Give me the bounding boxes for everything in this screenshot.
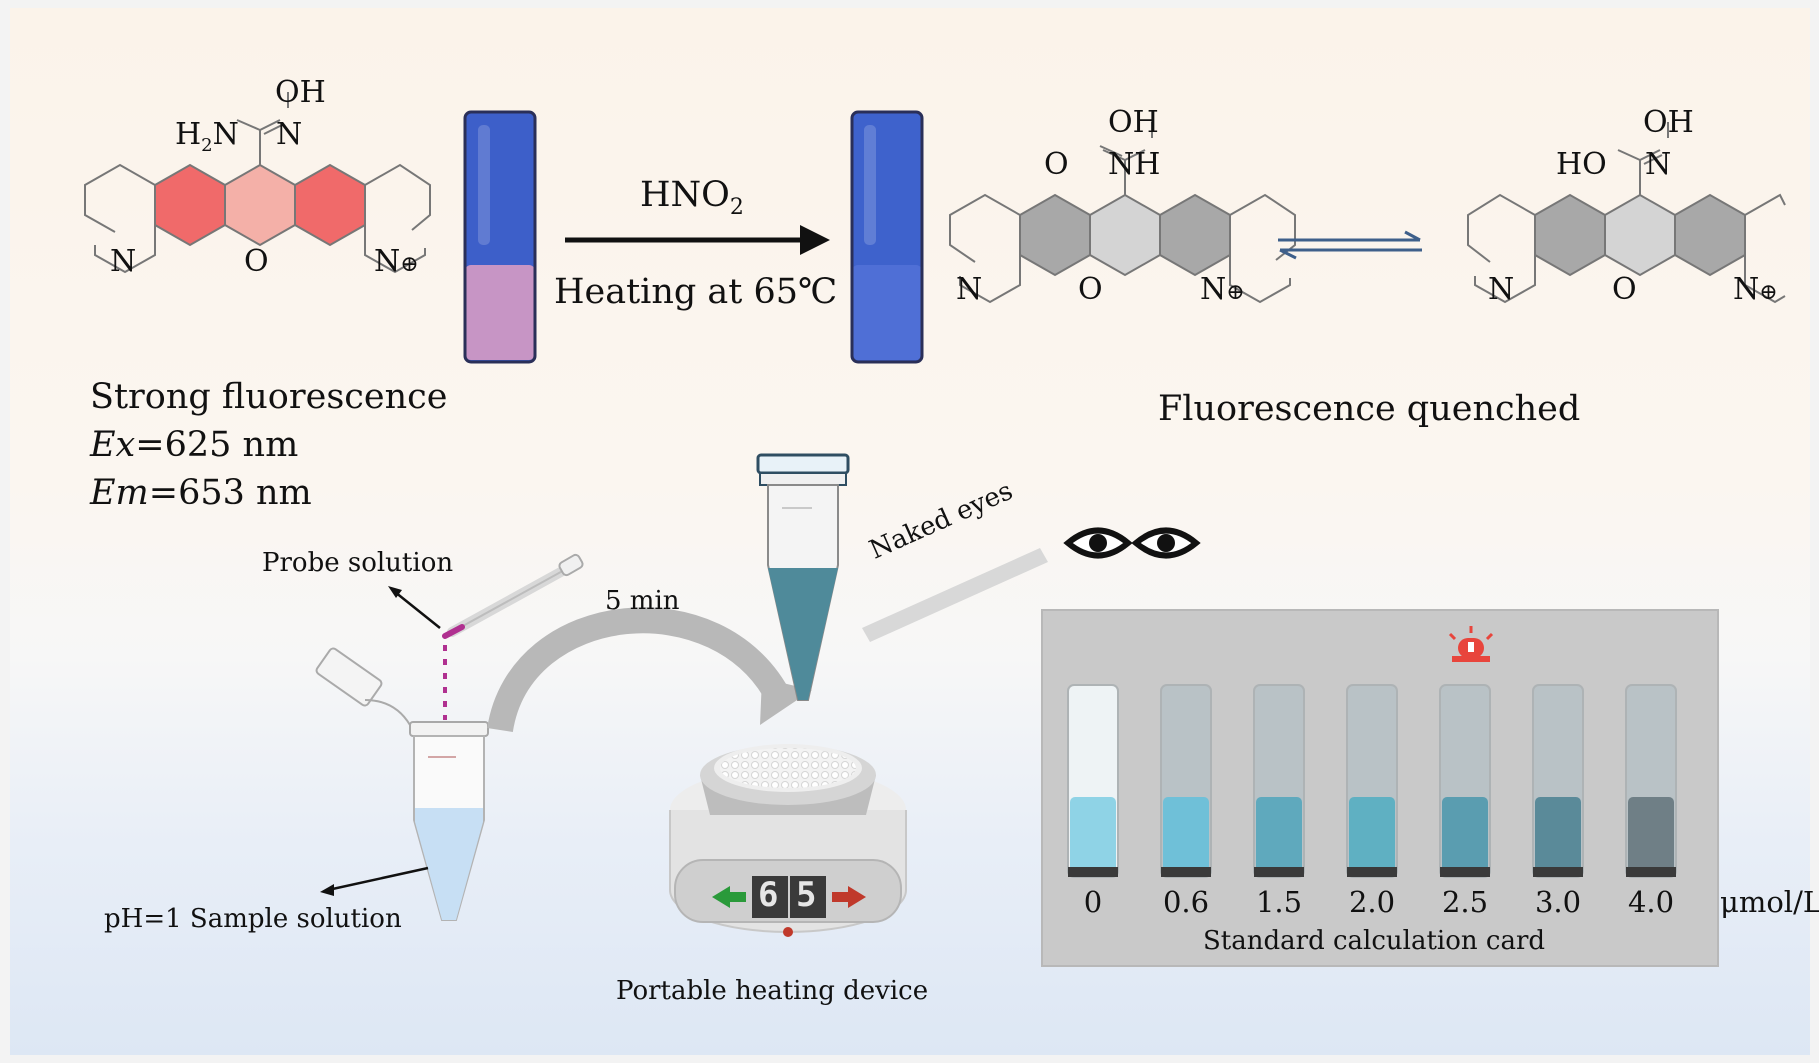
- probe-state-label: Strong fluorescence: [90, 377, 448, 417]
- card-vial-liquid: [1349, 797, 1395, 875]
- card-vial: [1253, 684, 1305, 878]
- sample-tube: [315, 647, 489, 921]
- atom-n-plus-2: N⊕: [1200, 272, 1245, 307]
- device-display-digit-2: 5: [796, 875, 817, 915]
- card-vial-base: [1533, 867, 1583, 877]
- atom-oh-1: OH: [275, 75, 326, 110]
- card-vial-liquid: [1070, 797, 1116, 875]
- atom-o-ring-2: O: [1078, 272, 1103, 307]
- atom-nh-2: NH: [1108, 147, 1161, 182]
- vial-after: [850, 110, 924, 364]
- reaction-arrow: [565, 225, 830, 255]
- heating-device: [669, 744, 907, 937]
- device-display-digit-1: 6: [758, 875, 779, 915]
- product-molecule-keto: [949, 122, 1296, 304]
- card-vial-base: [1347, 867, 1397, 877]
- time-label: 5 min: [605, 586, 680, 616]
- card-vial: [1160, 684, 1212, 878]
- probe-solution-label: Probe solution: [262, 548, 454, 578]
- card-vial-liquid: [1535, 797, 1581, 875]
- atom-oh-2: OH: [1108, 105, 1159, 140]
- atom-n-left-3: N: [1488, 272, 1515, 307]
- card-concentration-label: 3.0: [1534, 885, 1582, 919]
- product-molecule-enol: [1467, 122, 1786, 304]
- atom-n-left-1: N: [110, 244, 137, 279]
- card-vial-liquid: [1628, 797, 1674, 875]
- atom-n-plus-3: N⊕: [1733, 272, 1778, 307]
- card-concentration-label: 0.6: [1162, 885, 1210, 919]
- card-vial-base: [1626, 867, 1676, 877]
- atom-ho-3: HO: [1556, 147, 1607, 182]
- heated-tube: [756, 453, 850, 701]
- transfer-arrow: [487, 607, 812, 733]
- atom-n-oxime-3: N: [1645, 147, 1672, 182]
- card-vial: [1532, 684, 1584, 878]
- card-vial-liquid: [1442, 797, 1488, 875]
- atom-n-plus-1: N⊕: [374, 244, 419, 279]
- atom-o-carbonyl-2: O: [1044, 147, 1069, 182]
- atom-o-ring-1: O: [244, 244, 269, 279]
- excitation-label: Ex=625 nm: [90, 425, 299, 465]
- card-vial: [1067, 684, 1119, 878]
- card-vial-liquid: [1163, 797, 1209, 875]
- sample-solution-label: pH=1 Sample solution: [104, 904, 402, 934]
- card-vial: [1625, 684, 1677, 878]
- atom-n-left-2: N: [956, 272, 983, 307]
- card-vial-base: [1161, 867, 1211, 877]
- card-vial: [1439, 684, 1491, 878]
- card-concentration-label: 2.0: [1348, 885, 1396, 919]
- device-label: Portable heating device: [616, 976, 929, 1006]
- card-concentration-label: 2.5: [1441, 885, 1489, 919]
- alarm-icon: [1448, 626, 1494, 662]
- standard-card: [1041, 609, 1719, 967]
- card-vial-base: [1440, 867, 1490, 877]
- probe-molecule: [84, 92, 431, 274]
- vial-before: [463, 110, 537, 364]
- atom-oh-3: OH: [1643, 105, 1694, 140]
- card-concentration-label: 4.0: [1627, 885, 1675, 919]
- card-vial-base: [1254, 867, 1304, 877]
- card-vial: [1346, 684, 1398, 878]
- card-concentration-label: 1.5: [1255, 885, 1303, 919]
- sight-line: [862, 548, 1048, 642]
- reagent-label: HNO2: [640, 175, 744, 220]
- product-state-label: Fluorescence quenched: [1158, 389, 1581, 429]
- card-concentration-label: 0: [1083, 885, 1103, 919]
- emission-label: Em=653 nm: [90, 473, 312, 513]
- condition-label: Heating at 65℃: [554, 272, 838, 312]
- card-title-label: Standard calculation card: [1203, 926, 1546, 956]
- card-unit-label: μmol/L: [1720, 885, 1819, 919]
- equilibrium-arrows: [1278, 230, 1422, 260]
- eyes-icon: [1063, 527, 1201, 559]
- card-vial-base: [1068, 867, 1118, 877]
- atom-h2n-1: H2N: [175, 117, 239, 156]
- atom-n-oxime-1: N: [276, 117, 303, 152]
- atom-o-ring-3: O: [1612, 272, 1637, 307]
- pipette: [388, 553, 584, 720]
- card-vial-liquid: [1256, 797, 1302, 875]
